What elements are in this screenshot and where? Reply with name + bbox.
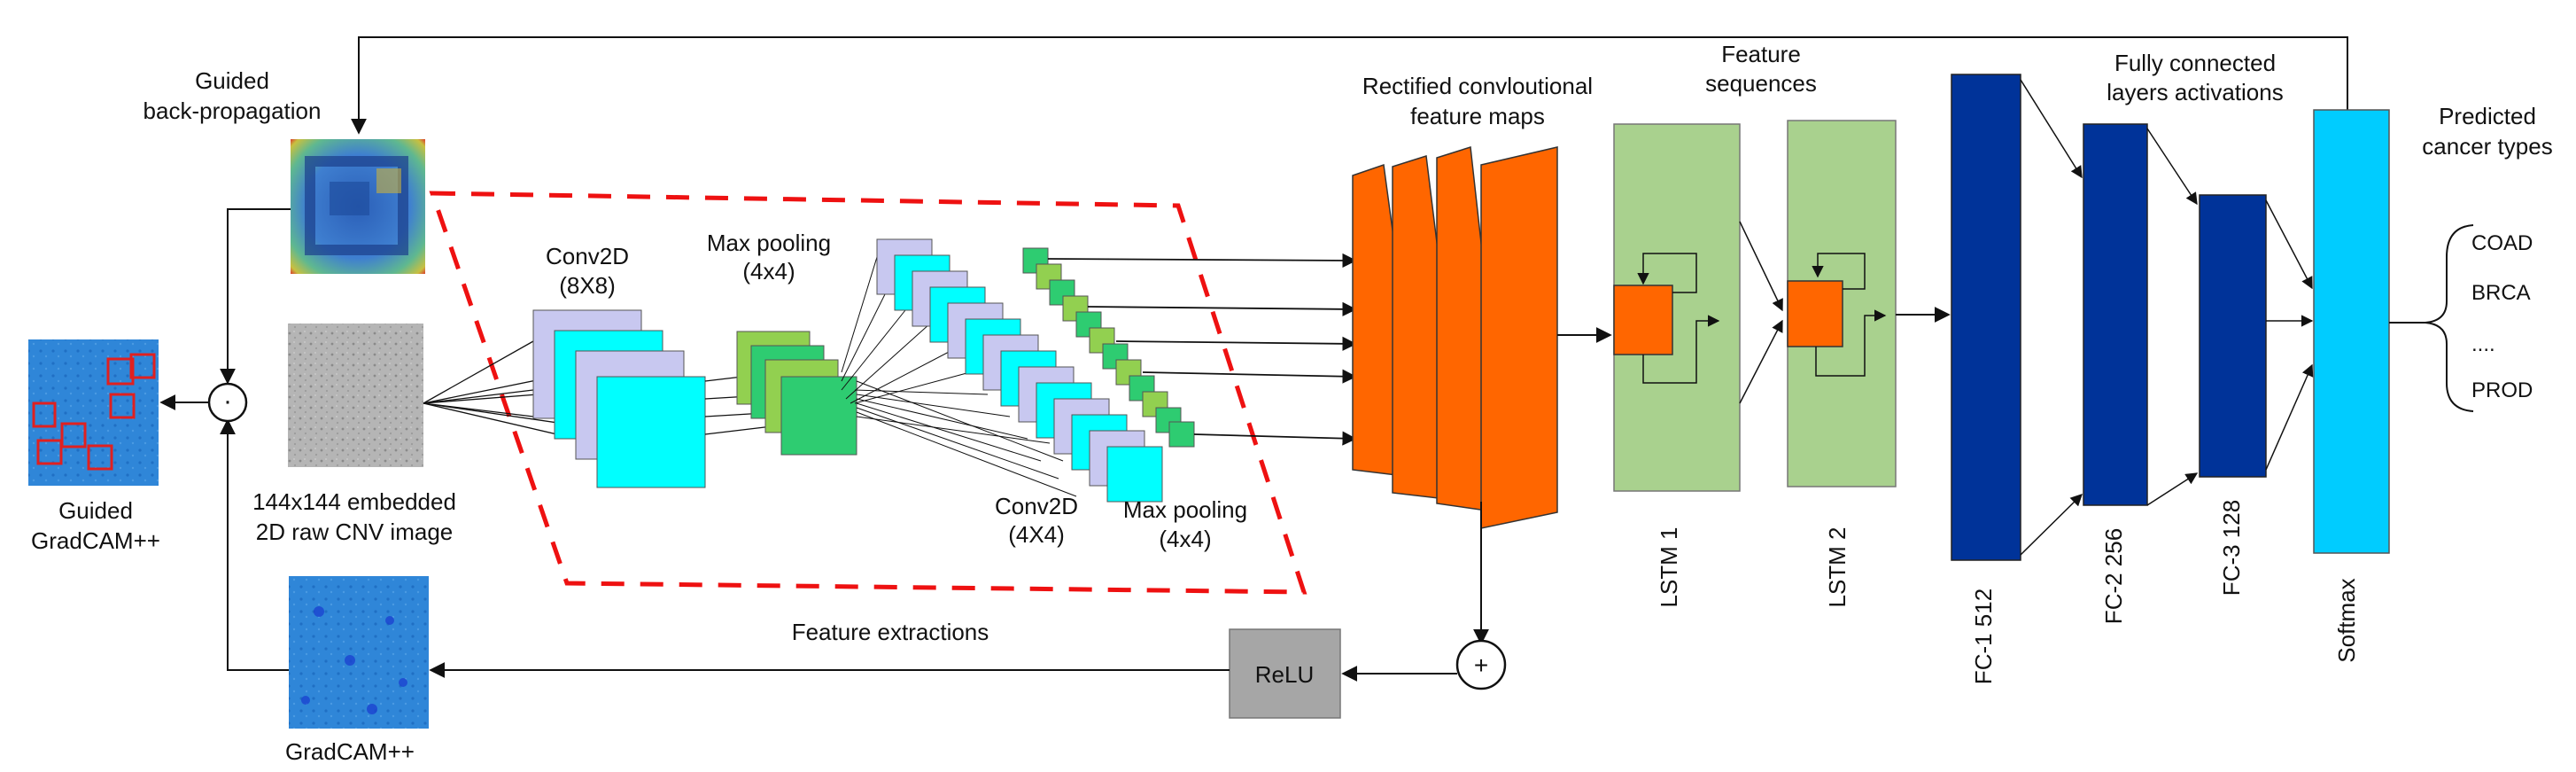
raw-cnv-image [288,324,423,467]
output-class-2: BRCA [2471,281,2531,305]
output-class-4: PROD [2471,378,2533,402]
conv2d-b-label-2: (4X4) [1008,521,1065,548]
lstm1-recurrent-loop [1637,253,1720,384]
softmax-block [2313,109,2390,554]
maxpool-a-label-2: (4x4) [742,258,795,285]
fc2-block [2083,123,2148,506]
rectified-feature-maps [1352,146,1558,529]
feature-seq-label-2: sequences [1705,70,1817,97]
fc3-block [2199,194,2267,478]
fc2-label: FC-2 256 [2100,528,2127,624]
guided-gradcam-label-2: GradCAM++ [31,527,160,554]
gradcam-label: GradCAM++ [285,738,415,765]
pool-to-conv2-lines [841,256,1077,497]
output-class-3: .... [2471,332,2495,356]
fc-title-label-2: layers activations [2107,79,2283,105]
lstm1-label: LSTM 1 [1656,526,1682,607]
conv2d-4x4-cascade [876,238,1163,503]
rectified-label-1: Rectified convloutional [1362,73,1593,99]
maxpool-b-label-1: Max pooling [1123,496,1247,523]
fc-connection-arrows [2020,79,2314,556]
maxpool-a-label-1: Max pooling [707,230,831,256]
maxpool-b-cascade [1022,247,1195,448]
lstm2-cell [1787,280,1843,347]
gradcam-blobs [301,606,407,714]
fc1-block [1951,74,2021,561]
relu-box [1229,628,1341,719]
conv2d-8x8-stack [532,309,706,488]
lstm2-recurrent-loop [1812,253,1887,377]
feature-extraction-region [429,191,1307,595]
maxpool-a-stack [736,331,857,456]
rectified-label-2: feature maps [1410,103,1545,129]
conv2d-b-label-1: Conv2D [995,493,1078,519]
guided-gradcam-label-1: Guided [58,497,133,524]
elementwise-product-symbol: · [223,386,232,416]
gradcam-image [289,576,429,729]
to-feature-maps-arrows [1047,253,1357,446]
fc3-label: FC-3 128 [2218,500,2245,596]
backprop-to-product-arrow [220,208,291,385]
maxpool-b-label-2: (4x4) [1159,526,1211,552]
sum-symbol: + [1474,651,1488,679]
relu-label: ReLU [1255,661,1314,688]
predicted-label-2: cancer types [2422,133,2552,160]
lstm1-to-lstm2-arrows [1739,221,1783,404]
lstm1-cell [1613,285,1673,355]
lstm2-label: LSTM 2 [1824,526,1851,607]
guided-gradcam-boxes [32,353,156,471]
raw-image-label-2: 2D raw CNV image [256,519,454,545]
guided-backprop-label-1: Guided [195,67,269,94]
guided-backprop-image [291,139,425,274]
conv2d-a-label-1: Conv2D [546,243,629,269]
predicted-label-1: Predicted [2439,103,2536,129]
fc1-label: FC-1 512 [1970,589,1997,684]
gradcam-to-product-arrow [220,418,289,671]
feature-extractions-label: Feature extractions [792,619,989,645]
feedback-arrow-top [351,36,2348,135]
feature-seq-label-1: Feature [1721,41,1801,67]
raw-image-label-1: 144x144 embedded [252,488,456,515]
conv2d-a-label-2: (8X8) [559,272,616,299]
fc-title-label-1: Fully connected [2114,50,2276,76]
guided-gradcam-image [28,339,159,486]
softmax-label: Softmax [2333,578,2360,662]
output-brace [2425,224,2474,412]
guided-backprop-label-2: back-propagation [144,97,322,124]
sum-node [1455,639,1507,690]
output-class-1: COAD [2471,231,2533,255]
